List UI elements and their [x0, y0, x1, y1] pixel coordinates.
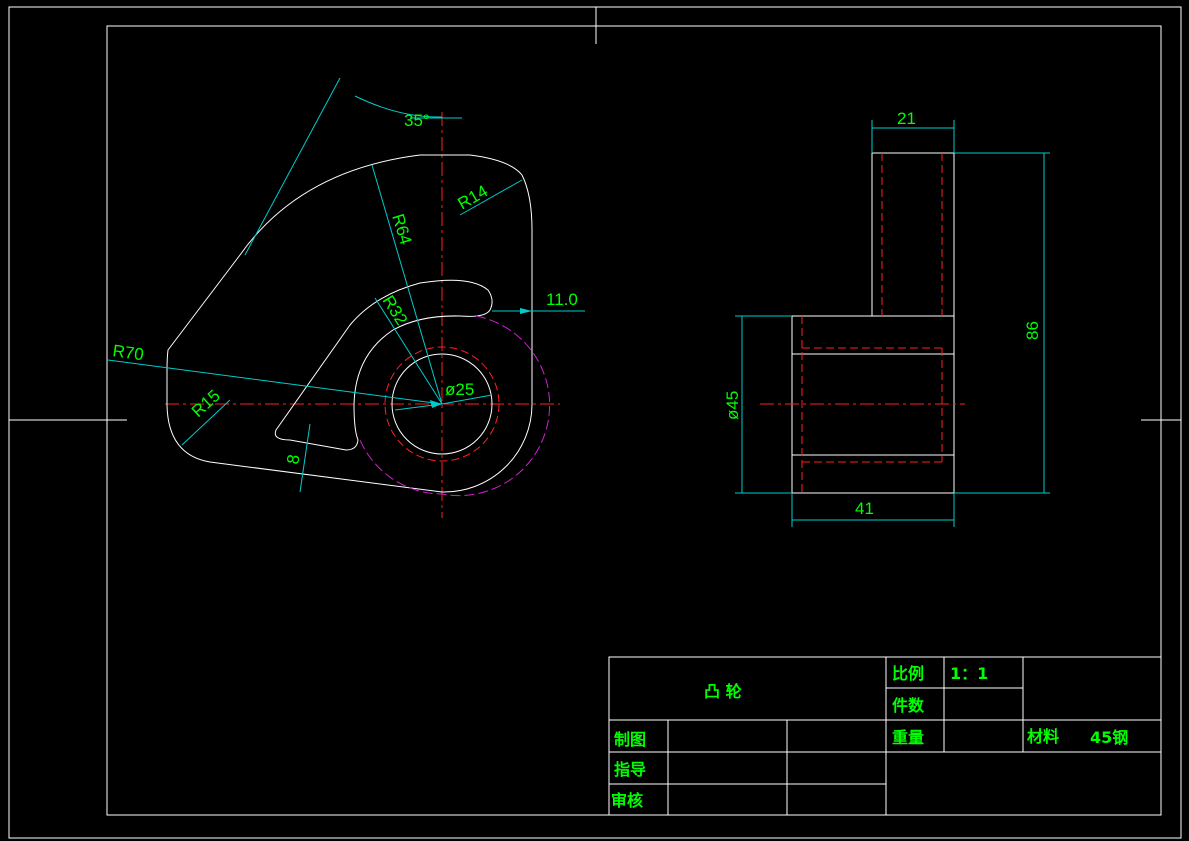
r70-label: R70 [111, 341, 145, 364]
scale-value: 1：1 [950, 664, 988, 683]
review-label: 审核 [611, 791, 643, 810]
part-name: 凸 轮 [704, 682, 742, 701]
guide-label: 指导 [614, 760, 646, 779]
r64-label: R64 [388, 212, 415, 247]
front-view [107, 77, 585, 518]
width-41-label: 41 [855, 499, 874, 518]
bore-hidden-circle [384, 346, 500, 462]
title-block [608, 656, 1162, 816]
sheet-border [8, 6, 1182, 839]
angle-35-label: 35° [404, 111, 430, 130]
cam-outer-profile [166, 154, 533, 493]
drawn-label: 制图 [614, 730, 646, 749]
material-label: 材料 [1027, 727, 1059, 746]
height-86-label: 86 [1023, 321, 1042, 340]
r15-label: R15 [188, 386, 224, 421]
dia45-label: ø45 [723, 391, 742, 420]
side-view [735, 120, 1050, 527]
r14-label: R14 [455, 181, 492, 213]
scale-label: 比例 [892, 664, 924, 683]
construction-arc [359, 315, 551, 497]
cam-inner-slot [274, 279, 493, 451]
width-21-label: 21 [897, 109, 916, 128]
bore-circle [391, 353, 493, 455]
offset-11-label: 11.0 [546, 290, 578, 309]
dia25-label: ø25 [445, 380, 474, 399]
width-8-label: 8 [283, 453, 303, 466]
quantity-label: 件数 [892, 696, 925, 715]
material-value: 45钢 [1090, 728, 1128, 747]
weight-label: 重量 [892, 728, 924, 747]
